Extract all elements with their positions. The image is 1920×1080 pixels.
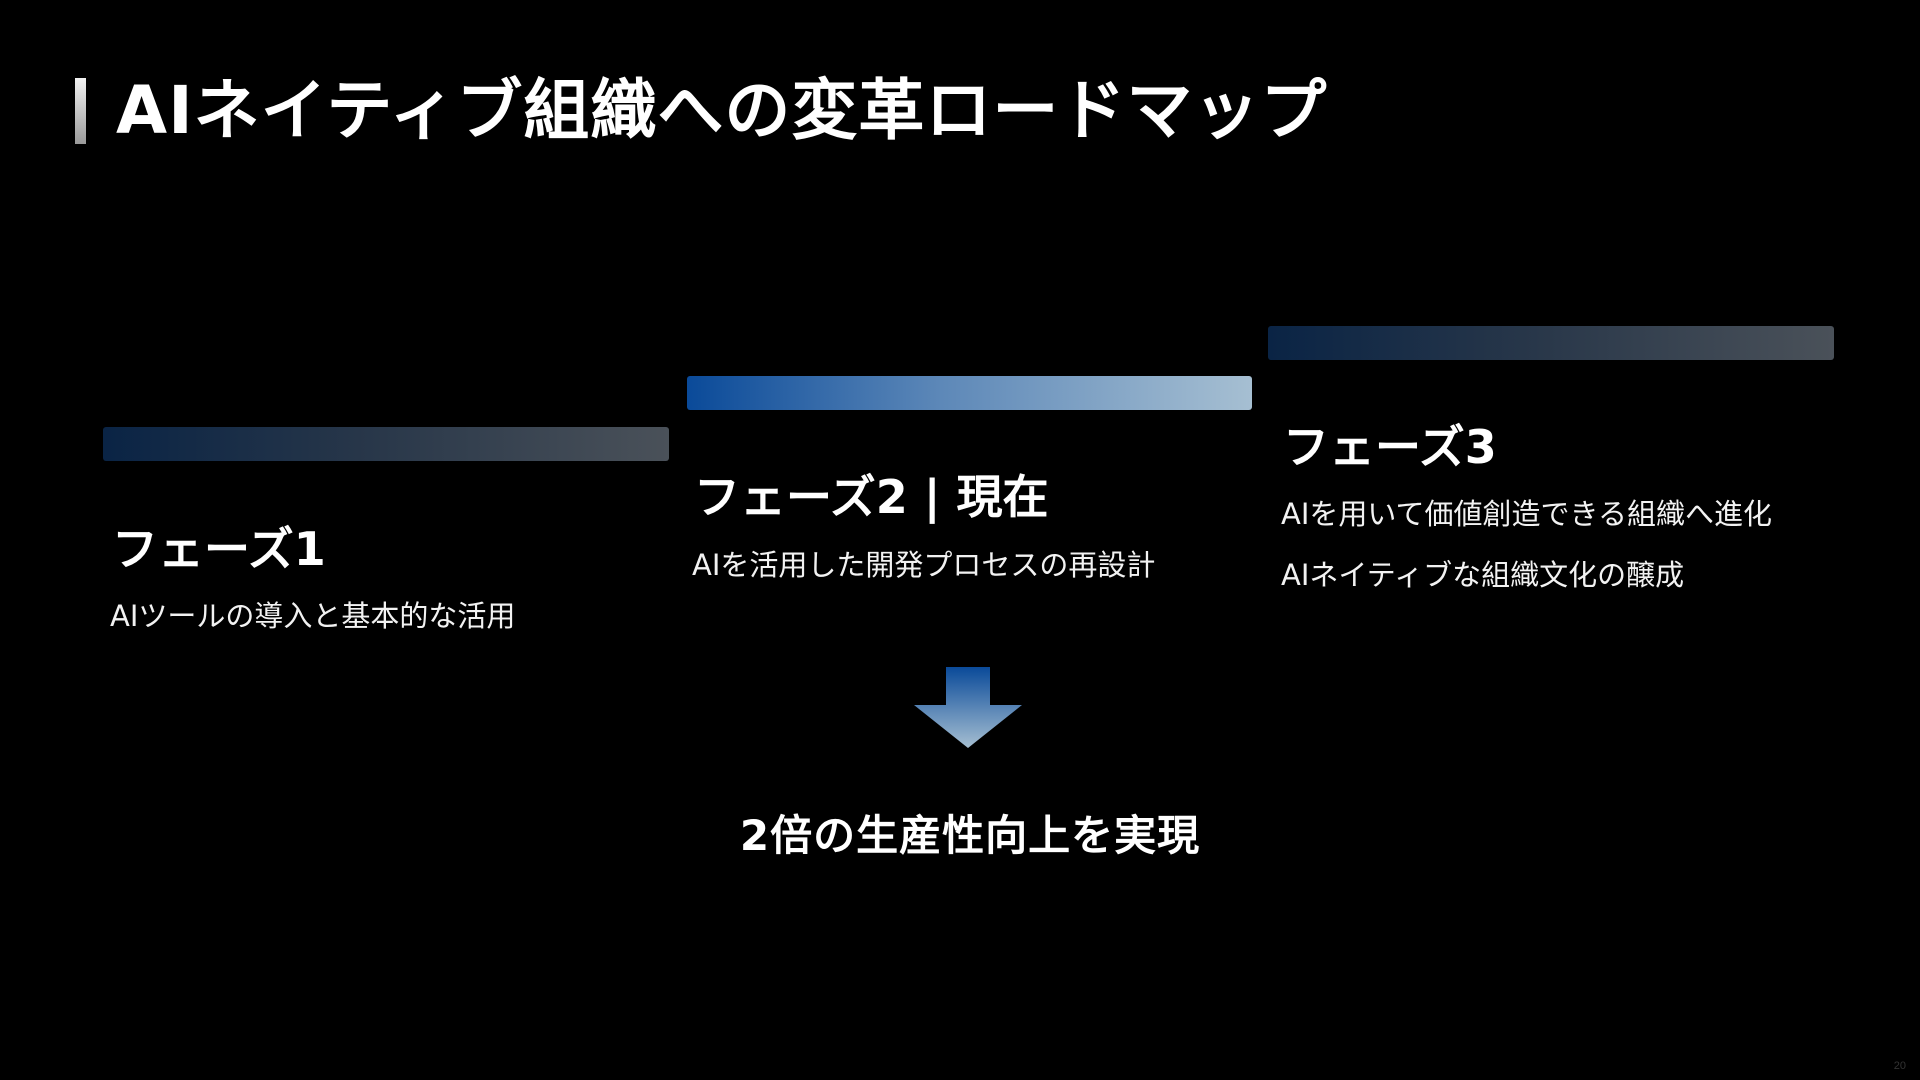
phase-3-description-2: AIネイティブな組織文化の醸成 bbox=[1281, 558, 1685, 592]
phase-1-bar bbox=[103, 427, 669, 461]
page-number: 20 bbox=[1893, 1060, 1906, 1072]
phase-3-bar bbox=[1268, 326, 1834, 360]
slide-title: AIネイティブ組織への変革ロードマップ bbox=[116, 72, 1328, 149]
phase-1-description: AIツールの導入と基本的な活用 bbox=[110, 599, 516, 633]
title-accent-bar bbox=[75, 78, 86, 144]
result-statement: 2倍の生産性向上を実現 bbox=[739, 811, 1201, 860]
phase-2-description: AIを活用した開発プロセスの再設計 bbox=[692, 548, 1156, 582]
phase-1-title: フェーズ1 bbox=[112, 522, 326, 576]
phase-2-bar bbox=[687, 376, 1252, 410]
phase-2-title: フェーズ2 | 現在 bbox=[694, 470, 1049, 524]
phase-3-description-1: AIを用いて価値創造できる組織へ進化 bbox=[1281, 497, 1772, 531]
arrow-down-icon bbox=[914, 667, 1022, 748]
phase-3-title: フェーズ3 bbox=[1283, 420, 1497, 474]
